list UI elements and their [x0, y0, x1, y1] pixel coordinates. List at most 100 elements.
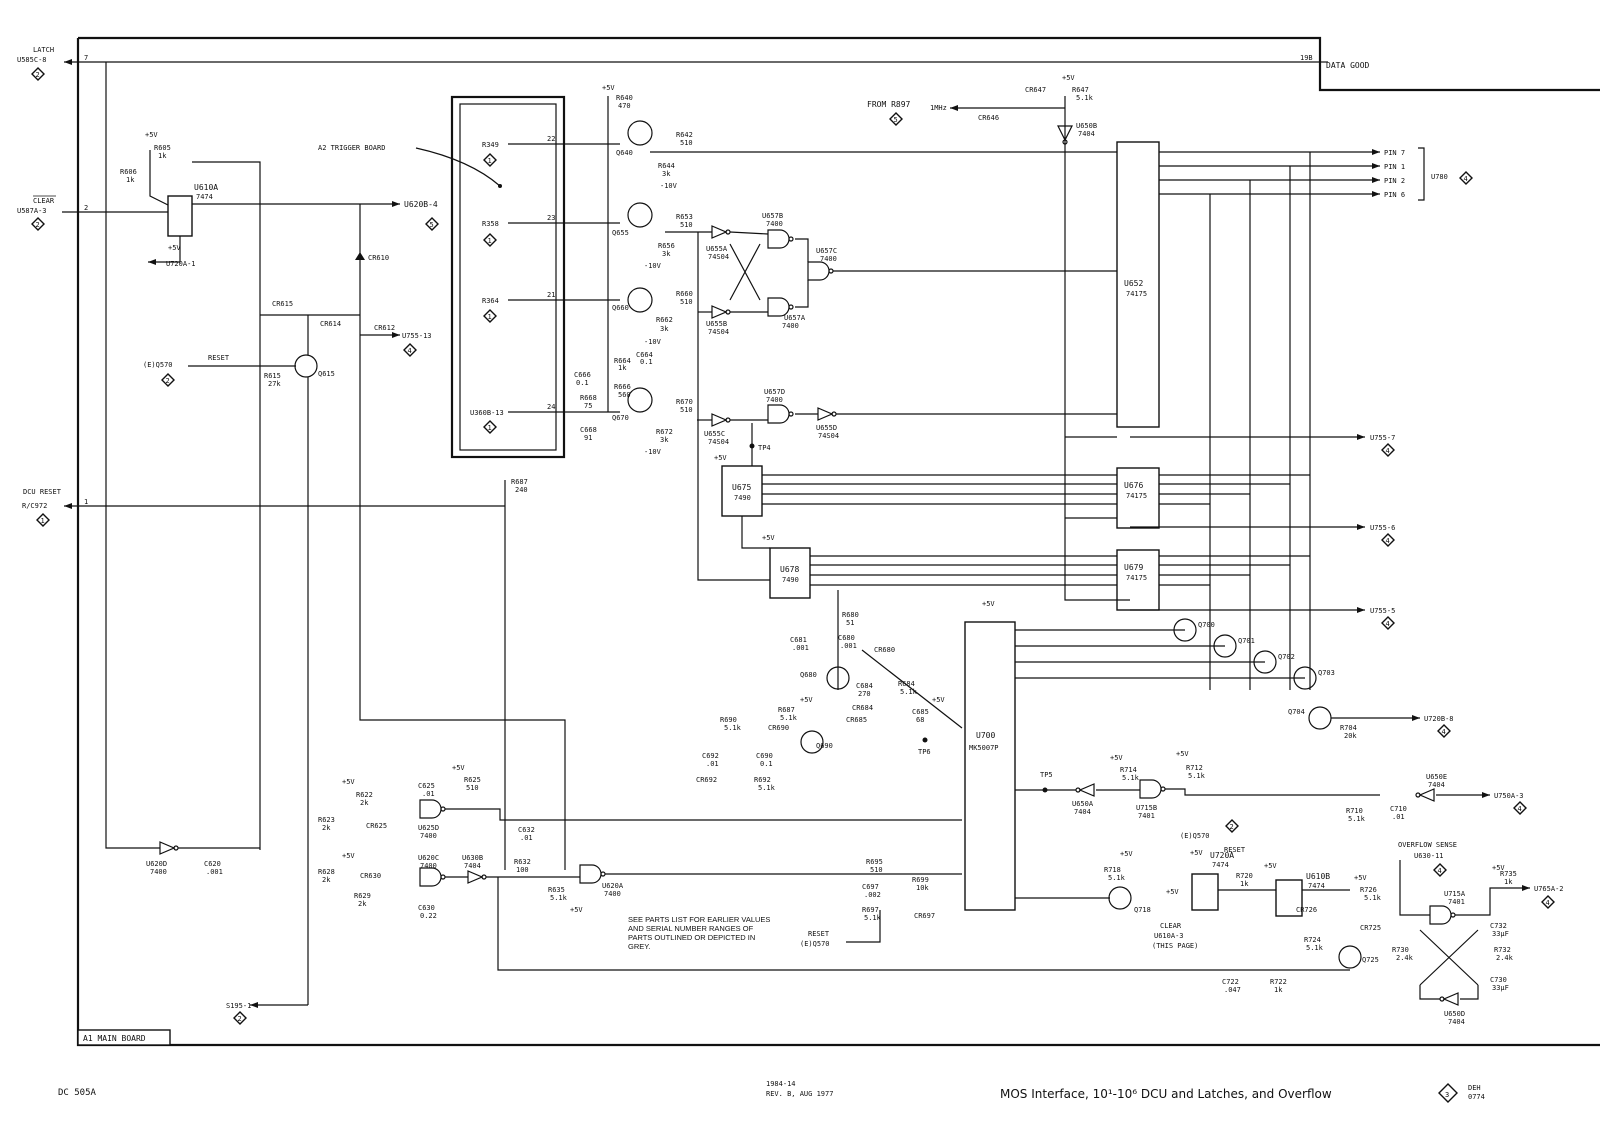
drafter-code: 0774	[1468, 1093, 1485, 1101]
svg-text:U610A-3: U610A-3	[1154, 932, 1184, 940]
svg-text:R697: R697	[862, 906, 879, 914]
svg-text:U655A: U655A	[706, 245, 728, 253]
svg-text:1k: 1k	[1240, 880, 1249, 888]
svg-text:+5V: +5V	[1166, 888, 1179, 896]
svg-text:1: 1	[84, 498, 88, 506]
svg-text:CLEAR: CLEAR	[33, 197, 55, 205]
svg-text:(E)Q570: (E)Q570	[1180, 832, 1210, 840]
svg-text:5: 5	[430, 221, 434, 229]
svg-text:C730: C730	[1490, 976, 1507, 984]
svg-text:RESET: RESET	[1224, 846, 1246, 854]
svg-text:R635: R635	[548, 886, 565, 894]
svg-text:7401: 7401	[1138, 812, 1155, 820]
svg-text:+5V: +5V	[168, 244, 181, 252]
svg-text:1: 1	[488, 313, 492, 321]
board-label: A1 MAIN BOARD	[83, 1034, 146, 1043]
svg-text:68: 68	[916, 716, 924, 724]
trigger-input-0: R349 1 22	[482, 135, 620, 167]
svg-text:Q655: Q655	[612, 229, 629, 237]
svg-text:1: 1	[488, 157, 492, 165]
svg-text:5.1k: 5.1k	[724, 724, 742, 732]
svg-text:R606: R606	[120, 168, 137, 176]
svg-text:51: 51	[846, 619, 854, 627]
svg-text:510: 510	[680, 298, 693, 306]
svg-text:U587A-3: U587A-3	[17, 207, 47, 215]
svg-text:27k: 27k	[268, 380, 281, 388]
svg-text:R732: R732	[1494, 946, 1511, 954]
svg-text:+5V: +5V	[762, 534, 775, 542]
svg-text:74S04: 74S04	[708, 328, 729, 336]
svg-text:U676: U676	[1124, 481, 1143, 490]
svg-text:R664: R664	[614, 357, 631, 365]
svg-text:U657A: U657A	[784, 314, 806, 322]
svg-text:U585C-8: U585C-8	[17, 56, 47, 64]
svg-text:CR692: CR692	[696, 776, 717, 784]
svg-text:510: 510	[680, 406, 693, 414]
svg-text:510: 510	[466, 784, 479, 792]
svg-text:7401: 7401	[1448, 898, 1465, 906]
data-good-label: DATA GOOD	[1326, 61, 1370, 70]
svg-text:C666: C666	[574, 371, 591, 379]
svg-text:R656: R656	[658, 242, 675, 250]
svg-text:R647: R647	[1072, 86, 1089, 94]
svg-text:R672: R672	[656, 428, 673, 436]
svg-text:5: 5	[894, 116, 898, 124]
svg-text:Q700: Q700	[1198, 621, 1215, 629]
svg-text:0.1: 0.1	[760, 760, 773, 768]
svg-text:R687: R687	[511, 478, 528, 486]
svg-text:R642: R642	[676, 131, 693, 139]
svg-text:5.1k: 5.1k	[780, 714, 798, 722]
svg-text:CR684: CR684	[852, 704, 873, 712]
svg-text:R364: R364	[482, 297, 499, 305]
svg-text:3k: 3k	[662, 170, 671, 178]
svg-text:2.4k: 2.4k	[1396, 954, 1414, 962]
svg-text:100: 100	[516, 866, 529, 874]
svg-text:U755-13: U755-13	[402, 332, 432, 340]
svg-text:R640: R640	[616, 94, 633, 102]
svg-text:5.1k: 5.1k	[900, 688, 918, 696]
revision: REV. B, AUG 1977	[766, 1090, 833, 1098]
svg-text:7400: 7400	[782, 322, 799, 330]
svg-text:PIN 6: PIN 6	[1384, 191, 1405, 199]
trigger-input-1: R358 1 23	[482, 214, 620, 247]
trigger-input-2: R364 1 21	[482, 291, 620, 323]
svg-text:-10V: -10V	[660, 182, 678, 190]
svg-text:U655C: U655C	[704, 430, 725, 438]
svg-text:C668: C668	[580, 426, 597, 434]
svg-text:5.1k: 5.1k	[758, 784, 776, 792]
svg-text:C664: C664	[636, 351, 653, 359]
svg-text:0.1: 0.1	[640, 358, 653, 366]
svg-text:7474: 7474	[196, 193, 213, 201]
svg-text:U610A: U610A	[194, 183, 218, 192]
svg-text:R714: R714	[1120, 766, 1137, 774]
svg-text:U650B: U650B	[1076, 122, 1097, 130]
svg-text:R622: R622	[356, 791, 373, 799]
svg-text:2k: 2k	[322, 824, 331, 832]
svg-text:+5V: +5V	[1176, 750, 1189, 758]
svg-text:R726: R726	[1360, 886, 1377, 894]
sheet-number: 3	[1445, 1091, 1449, 1099]
svg-text:3k: 3k	[660, 436, 669, 444]
svg-text:+5V: +5V	[932, 696, 945, 704]
svg-text:4: 4	[1386, 620, 1390, 628]
svg-text:U655D: U655D	[816, 424, 837, 432]
svg-text:U755-7: U755-7	[1370, 434, 1395, 442]
svg-text:7400: 7400	[766, 396, 783, 404]
svg-text:+5V: +5V	[1492, 864, 1505, 872]
svg-text:CR726: CR726	[1296, 906, 1317, 914]
svg-text:R629: R629	[354, 892, 371, 900]
svg-text:Q701: Q701	[1238, 637, 1255, 645]
svg-text:0.1: 0.1	[576, 379, 589, 387]
svg-text:240: 240	[515, 486, 528, 494]
svg-text:Q640: Q640	[616, 149, 633, 157]
svg-text:5.1k: 5.1k	[1122, 774, 1140, 782]
svg-text:CR610: CR610	[368, 254, 389, 262]
svg-text:R625: R625	[464, 776, 481, 784]
svg-text:2.4k: 2.4k	[1496, 954, 1514, 962]
svg-text:2k: 2k	[360, 799, 369, 807]
q615-reset-driver: CR610 CR615 CR614 CR612 U755-13 4 (E)Q57…	[143, 204, 566, 1005]
svg-text:7404: 7404	[1078, 130, 1095, 138]
